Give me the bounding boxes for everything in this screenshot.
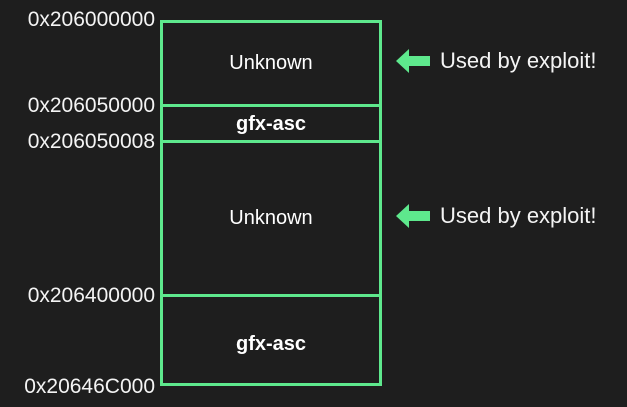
address-label-0x206400000: 0x206400000 [27, 284, 155, 307]
annotation-text-1: Used by exploit! [440, 48, 597, 73]
memory-region-divider-1 [160, 104, 382, 107]
memory-map-box [160, 20, 382, 386]
memory-region-label-unknown-2: Unknown [229, 207, 313, 229]
memory-region-label-gfx-asc-1: gfx-asc [235, 113, 307, 135]
memory-region-divider-2 [160, 140, 382, 143]
address-label-0x206000000: 0x206000000 [27, 8, 155, 31]
address-label-0x206050000: 0x206050000 [27, 94, 155, 117]
annotation-text-2: Used by exploit! [440, 203, 597, 228]
annotation-used-by-exploit-1: Used by exploit! [396, 48, 597, 74]
address-label-0x20646C000: 0x20646C000 [24, 375, 155, 398]
address-label-0x206050008: 0x206050008 [27, 130, 155, 153]
arrow-left-icon [396, 48, 430, 74]
memory-region-label-gfx-asc-2: gfx-asc [235, 333, 307, 355]
memory-region-label-unknown-1: Unknown [229, 52, 313, 74]
annotation-used-by-exploit-2: Used by exploit! [396, 203, 597, 229]
arrow-left-icon [396, 203, 430, 229]
memory-region-divider-3 [160, 294, 382, 297]
